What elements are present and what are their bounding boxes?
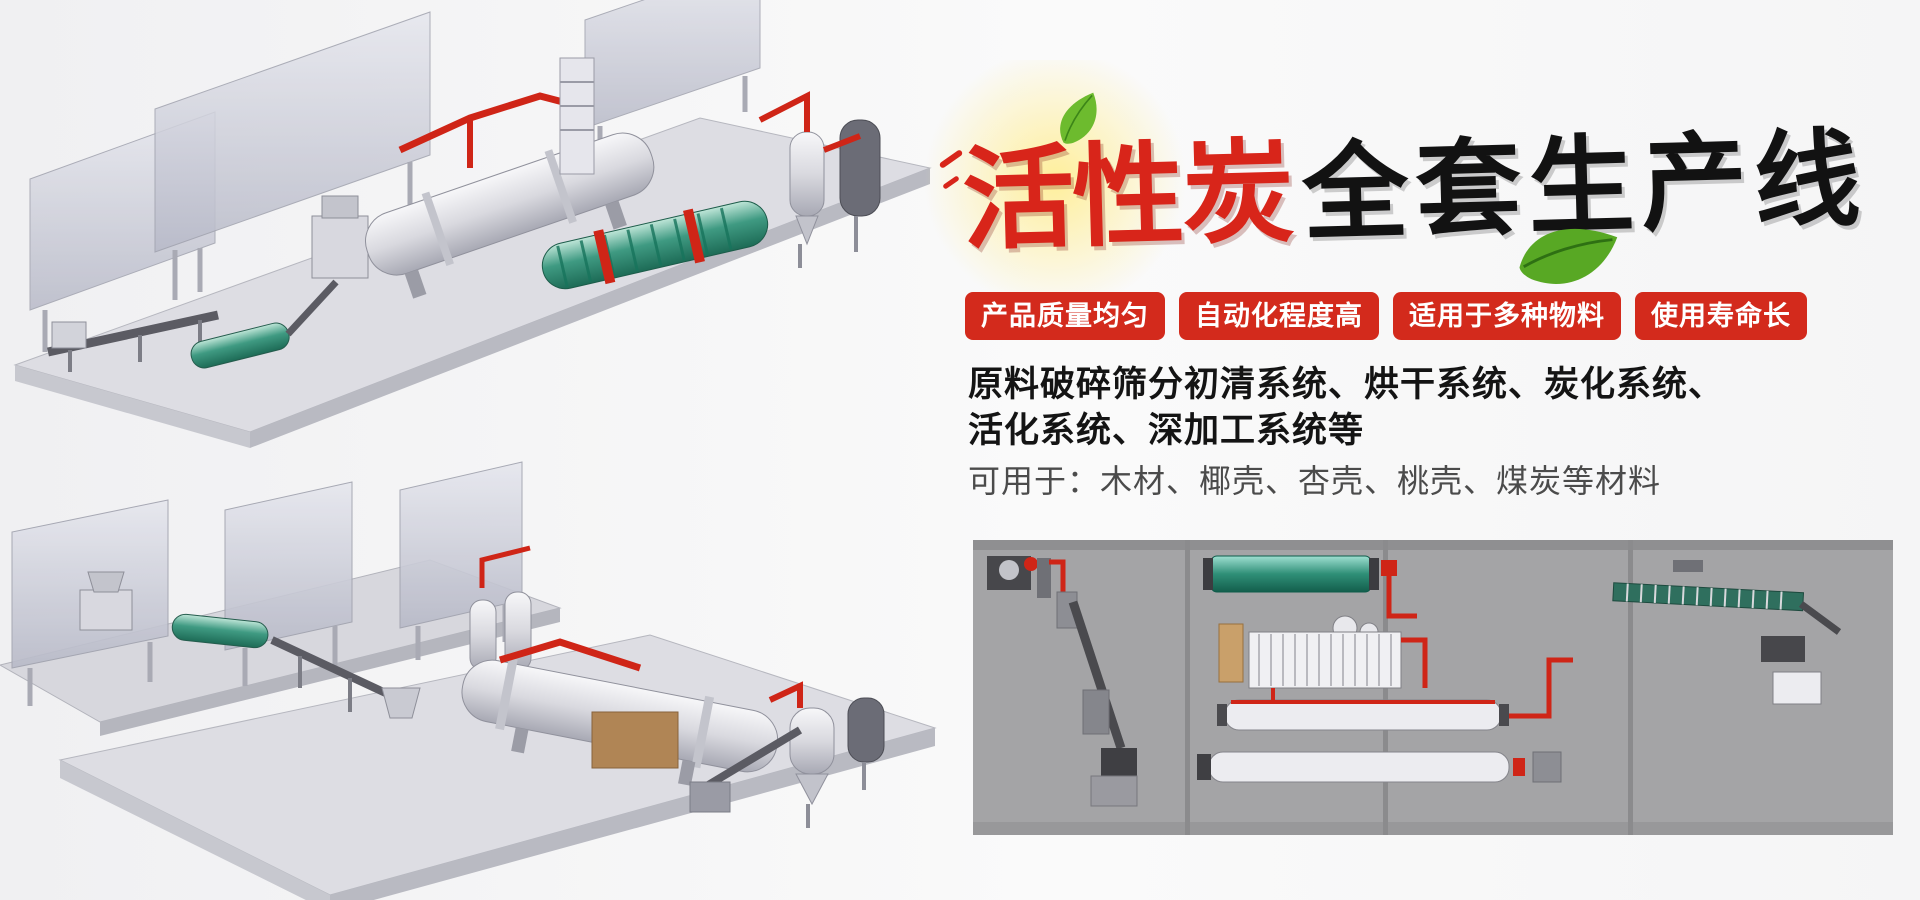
feature-badges: 产品质量均匀 自动化程度高 适用于多种物料 使用寿命长	[965, 292, 1807, 340]
badge-quality: 产品质量均匀	[965, 292, 1165, 340]
schematic-conveyor	[1068, 600, 1138, 807]
badge-lifespan: 使用寿命长	[1635, 292, 1807, 340]
incline-conveyor	[285, 279, 339, 337]
wall-panels	[11, 461, 523, 706]
crusher-unit	[79, 571, 133, 631]
badge-automation: 自动化程度高	[1179, 292, 1379, 340]
feed-conveyor	[47, 310, 219, 372]
renders-column	[0, 0, 945, 900]
lattice-tower	[559, 57, 595, 175]
plant-layout-schematic-image	[973, 540, 1893, 835]
title-red-text: 活性炭	[960, 126, 1295, 267]
schematic-rotary-drum-2	[1197, 751, 1562, 783]
schematic-heat-exchanger	[1248, 631, 1428, 689]
small-rotary-drum	[171, 613, 269, 649]
feed-hopper	[381, 687, 421, 719]
feeder-cabinet	[311, 195, 369, 279]
badge-materials: 适用于多种物料	[1393, 292, 1621, 340]
production-line-render-bottom-image	[0, 461, 937, 900]
incline-conveyor	[270, 636, 394, 712]
applicable-materials-text: 可用于：木材、椰壳、杏壳、桃壳、煤炭等材料	[968, 463, 1662, 499]
systems-description: 原料破碎筛分初清系统、烘干系统、炭化系统、 活化系统、深加工系统等	[968, 362, 1888, 454]
schematic-carbonization-drum	[1203, 555, 1417, 619]
wall-panels	[29, 0, 761, 352]
schematic-brick-unit	[1218, 623, 1244, 683]
banner-title: 活性炭 全套生产线	[960, 86, 1894, 272]
red-piping	[498, 638, 642, 672]
plant-layout-schematic	[973, 540, 1893, 835]
systems-description-line2: 活化系统、深加工系统等	[968, 411, 1365, 451]
schematic-rotary-drum-1	[1217, 657, 1573, 731]
systems-description-line1: 原料破碎筛分初清系统、烘干系统、炭化系统、	[968, 365, 1725, 404]
production-line-render-top-image	[13, 0, 932, 448]
activation-furnace-drum	[541, 200, 769, 290]
schematic-packing-conveyor	[1612, 560, 1842, 705]
brick-kiln-box	[591, 711, 679, 769]
discharge-cluster	[689, 681, 885, 828]
cyclone-and-tank-cluster	[758, 91, 881, 268]
title-black-text: 全套生产线	[1300, 115, 1869, 256]
schematic-crusher-cluster	[987, 556, 1078, 629]
floor-platform	[58, 634, 937, 900]
